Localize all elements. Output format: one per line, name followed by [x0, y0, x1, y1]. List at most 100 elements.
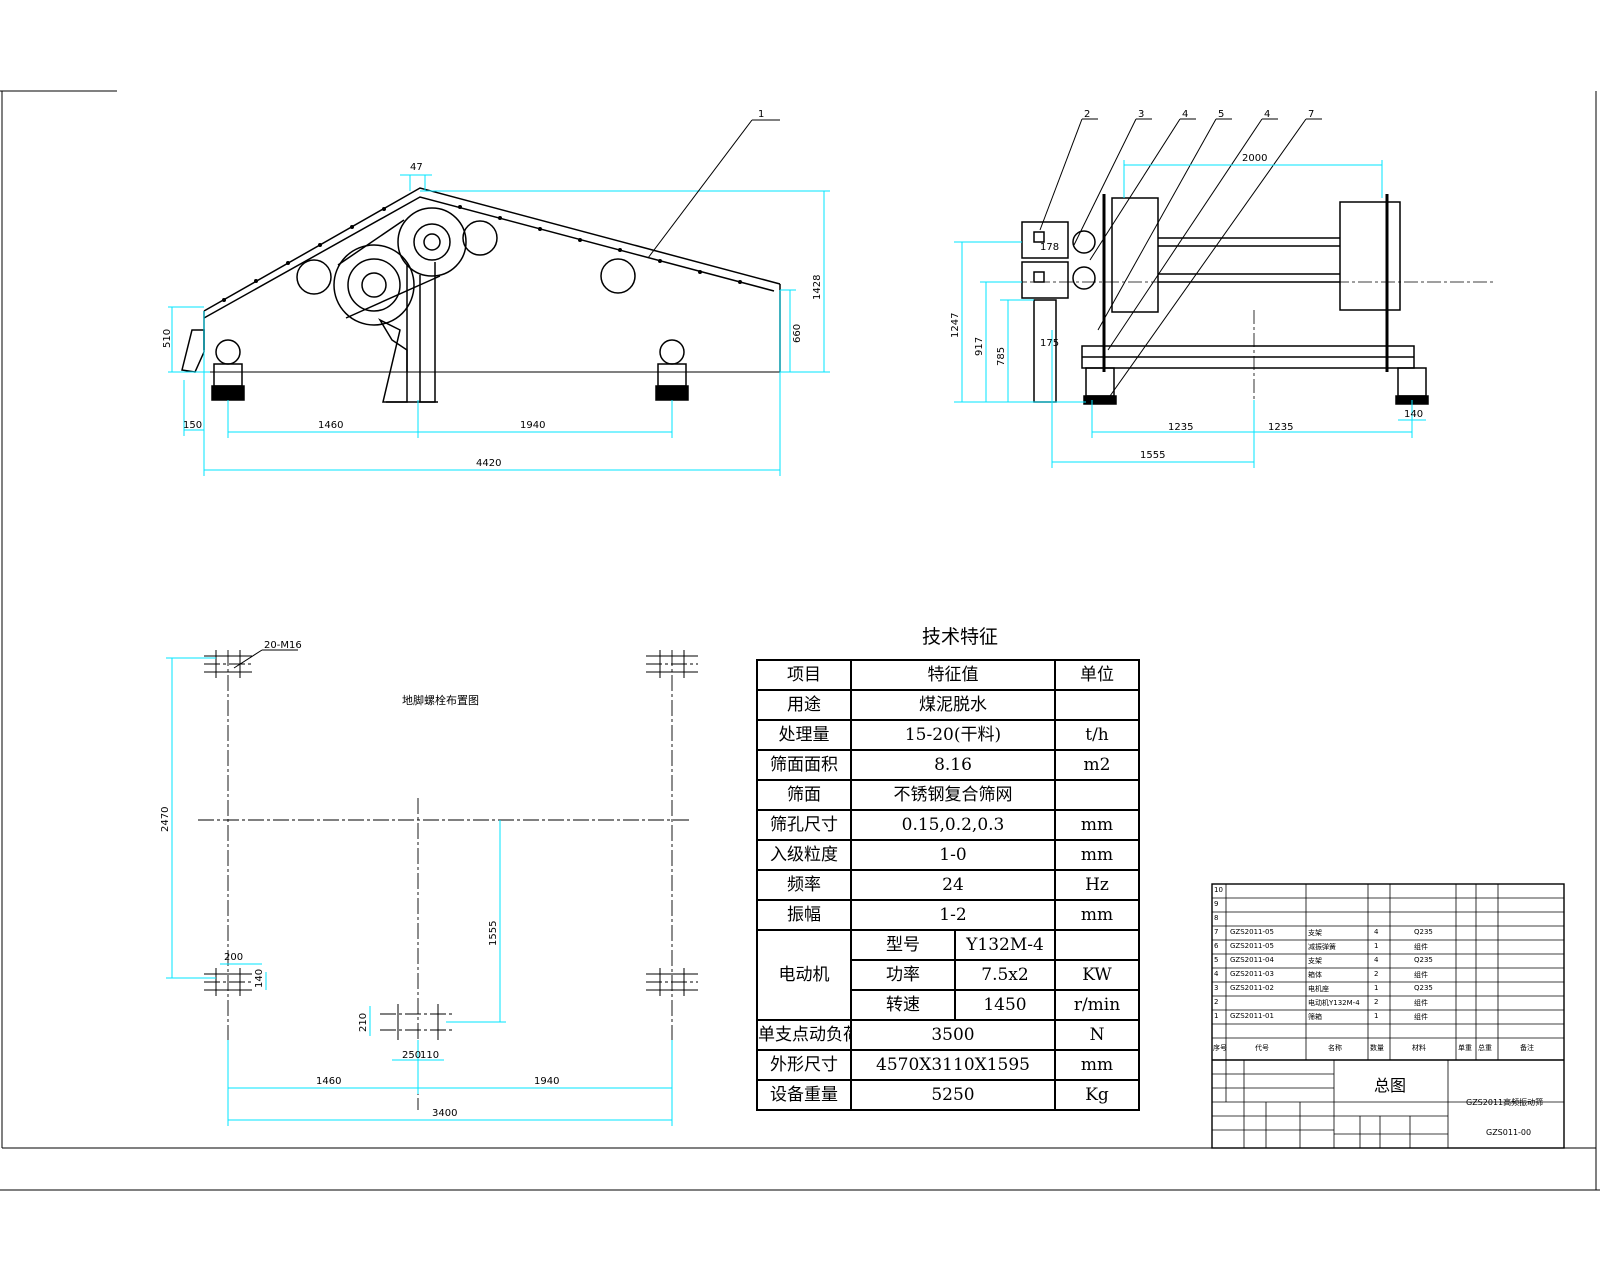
spec-unit: mm — [1054, 839, 1140, 871]
spec-header-row: 项目 特征值 单位 — [756, 659, 1140, 691]
dim-210: 210 — [358, 1013, 369, 1032]
parts-row-name: 支架 — [1308, 929, 1322, 937]
parts-row-material: 组件 — [1414, 943, 1428, 951]
parts-header-qty: 数量 — [1370, 1044, 1384, 1052]
spec-value: 3500 — [850, 1019, 1056, 1051]
parts-row-name: 筛箱 — [1308, 1013, 1322, 1021]
parts-row-qty: 4 — [1374, 928, 1379, 936]
dim-4420: 4420 — [476, 458, 501, 469]
parts-row-no: 2 — [1214, 998, 1219, 1006]
dim-250: 250 — [402, 1050, 421, 1061]
spec-unit: Hz — [1054, 869, 1140, 901]
spec-row: 筛面不锈钢复合筛网 — [756, 779, 1140, 811]
spec-value: 1-2 — [850, 899, 1056, 931]
motor-row: 转速 1450 r/min — [757, 989, 1140, 1021]
project-name: GZS2011高频振动筛 — [1466, 1098, 1544, 1107]
spec-value: 24 — [850, 869, 1056, 901]
spec-item: 外形尺寸 — [756, 1049, 852, 1081]
motor-item: 功率 — [850, 959, 956, 991]
callout-3: 3 — [1138, 109, 1144, 120]
parts-row-no: 9 — [1214, 900, 1219, 908]
callout-2: 2 — [1084, 109, 1090, 120]
parts-header-name: 名称 — [1328, 1044, 1342, 1052]
dim-1460: 1460 — [318, 420, 343, 431]
spec-unit: mm — [1054, 1049, 1140, 1081]
spec-item: 入级粒度 — [756, 839, 852, 871]
parts-row-material: 组件 — [1414, 999, 1428, 1007]
spec-value: 4570X3110X1595 — [850, 1049, 1056, 1081]
parts-row-material: Q235 — [1414, 984, 1433, 992]
parts-row-name: 减振弹簧 — [1308, 943, 1336, 951]
dim-2000: 2000 — [1242, 153, 1267, 164]
motor-unit: KW — [1054, 959, 1140, 991]
parts-row-qty: 1 — [1374, 942, 1379, 950]
spec-unit: mm — [1054, 899, 1140, 931]
spec-item: 设备重量 — [756, 1079, 852, 1111]
spec-value: 5250 — [850, 1079, 1056, 1111]
spec-item: 振幅 — [756, 899, 852, 931]
callout-1: 1 — [758, 109, 764, 120]
dim-660: 660 — [792, 324, 803, 343]
parts-row-name: 电动机Y132M-4 — [1308, 999, 1360, 1007]
parts-row-material: Q235 — [1414, 956, 1433, 964]
parts-row-code: GZS2011-03 — [1230, 970, 1274, 978]
dim-110: 110 — [420, 1050, 439, 1061]
spec-item: 筛面面积 — [756, 749, 852, 781]
parts-header-code: 代号 — [1255, 1044, 1269, 1052]
spec-value: 1-0 — [850, 839, 1056, 871]
header-item: 项目 — [756, 659, 852, 691]
spec-row: 用途煤泥脱水 — [756, 689, 1140, 721]
dim-1555-f: 1555 — [488, 921, 499, 946]
parts-row-no: 8 — [1214, 914, 1219, 922]
parts-row-code: GZS2011-05 — [1230, 928, 1274, 936]
spec-unit: N — [1054, 1019, 1140, 1051]
parts-row-no: 6 — [1214, 942, 1219, 950]
parts-header-unit-weight: 单重 — [1458, 1044, 1472, 1052]
parts-row-qty: 1 — [1374, 984, 1379, 992]
parts-row-qty: 4 — [1374, 956, 1379, 964]
dim-1235-left: 1235 — [1168, 422, 1193, 433]
callout-7: 7 — [1308, 109, 1314, 120]
sheet-frame — [0, 90, 1600, 1191]
motor-value: Y132M-4 — [954, 929, 1056, 961]
foundation-title: 地脚螺栓布置图 — [402, 693, 479, 707]
side-view: 2 3 4 5 4 7 2000 1247 917 785 178 175 12… — [950, 109, 1496, 468]
callout-4a: 4 — [1182, 109, 1188, 120]
bolt-label: 20-M16 — [264, 640, 302, 651]
parts-row-material: Q235 — [1414, 928, 1433, 936]
dim-140-f: 140 — [254, 969, 265, 988]
parts-row-code: GZS2011-02 — [1230, 984, 1274, 992]
dim-785: 785 — [996, 347, 1007, 366]
parts-row-no: 10 — [1214, 886, 1223, 894]
dim-1460-f: 1460 — [316, 1076, 341, 1087]
spec-unit — [1054, 689, 1140, 721]
parts-row-no: 5 — [1214, 956, 1219, 964]
motor-item: 型号 — [850, 929, 956, 961]
parts-row-code: GZS2011-05 — [1230, 942, 1274, 950]
parts-row-material: 组件 — [1414, 971, 1428, 979]
dim-1555: 1555 — [1140, 450, 1165, 461]
dim-140: 140 — [1404, 409, 1423, 420]
dim-1247: 1247 — [950, 313, 961, 338]
drawing-code: GZS011-00 — [1486, 1128, 1532, 1137]
dim-1940-f: 1940 — [534, 1076, 559, 1087]
parts-row-code: GZS2011-04 — [1230, 956, 1274, 964]
spec-unit: Kg — [1054, 1079, 1140, 1111]
spec-value: 15-20(干料) — [850, 719, 1056, 751]
motor-label: 电动机 — [756, 929, 852, 1021]
dim-200: 200 — [224, 952, 243, 963]
motor-unit: r/min — [1054, 989, 1140, 1021]
parts-row-qty: 2 — [1374, 998, 1379, 1006]
dim-3400: 3400 — [432, 1108, 457, 1119]
spec-item: 处理量 — [756, 719, 852, 751]
spec-unit: mm — [1054, 809, 1140, 841]
dim-47: 47 — [410, 162, 423, 173]
dim-1235-right: 1235 — [1268, 422, 1293, 433]
parts-header-total-weight: 总重 — [1478, 1044, 1492, 1052]
spec-item: 筛面 — [756, 779, 852, 811]
